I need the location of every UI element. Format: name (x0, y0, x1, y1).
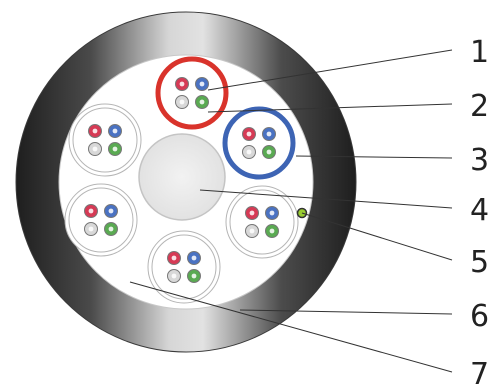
fiber-core (171, 255, 177, 261)
leader-line-5 (301, 212, 453, 261)
tube-colored-ring (222, 106, 296, 180)
callout-6: 6 (470, 299, 489, 334)
fiber-core (191, 273, 197, 279)
fiber-core (179, 81, 185, 87)
leader-line-7 (129, 281, 453, 373)
loose-tube (64, 183, 138, 257)
central-strength-member (138, 133, 226, 221)
leader-line-6 (239, 309, 453, 315)
fiber-core (269, 210, 275, 216)
fiber-core (88, 208, 94, 214)
fiber-core (108, 208, 114, 214)
fiber-core (92, 146, 98, 152)
fiber-core (112, 128, 118, 134)
tube-inner-ring (229, 189, 295, 255)
fiber-core (171, 273, 177, 279)
callout-4: 4 (470, 193, 489, 228)
loose-tube (147, 230, 221, 304)
fiber-core (246, 149, 252, 155)
callout-3: 3 (470, 143, 489, 178)
callout-labels: 1 2 3 4 5 6 7 (470, 35, 489, 392)
fiber-core (266, 131, 272, 137)
fiber-core (199, 99, 205, 105)
fiber-core (108, 226, 114, 232)
loose-tube (68, 103, 142, 177)
leader-line-3 (295, 155, 453, 159)
fiber-core (191, 255, 197, 261)
fiber-core (88, 226, 94, 232)
loose-tubes (64, 56, 299, 304)
fiber-core (246, 131, 252, 137)
callout-5: 5 (470, 245, 489, 280)
leader-lines (129, 49, 453, 373)
leader-line-1 (207, 49, 453, 91)
fiber-core (249, 228, 255, 234)
tube-inner-ring (72, 107, 138, 173)
loose-tube (155, 56, 229, 130)
fiber-core (199, 81, 205, 87)
leader-line-2 (207, 103, 453, 113)
tube-inner-ring (151, 234, 217, 300)
tube-colored-ring (155, 56, 229, 130)
loose-tube (225, 185, 299, 259)
fiber-core (112, 146, 118, 152)
tube-inner-ring (68, 187, 134, 253)
leader-line-4 (199, 189, 453, 209)
fiber-core (92, 128, 98, 134)
fiber-core (249, 210, 255, 216)
loose-tube (222, 106, 296, 180)
fiber-core (179, 99, 185, 105)
callout-2: 2 (470, 89, 489, 124)
fiber-core (269, 228, 275, 234)
callout-7: 7 (470, 357, 489, 392)
fiber-core (266, 149, 272, 155)
callout-1: 1 (470, 35, 489, 70)
